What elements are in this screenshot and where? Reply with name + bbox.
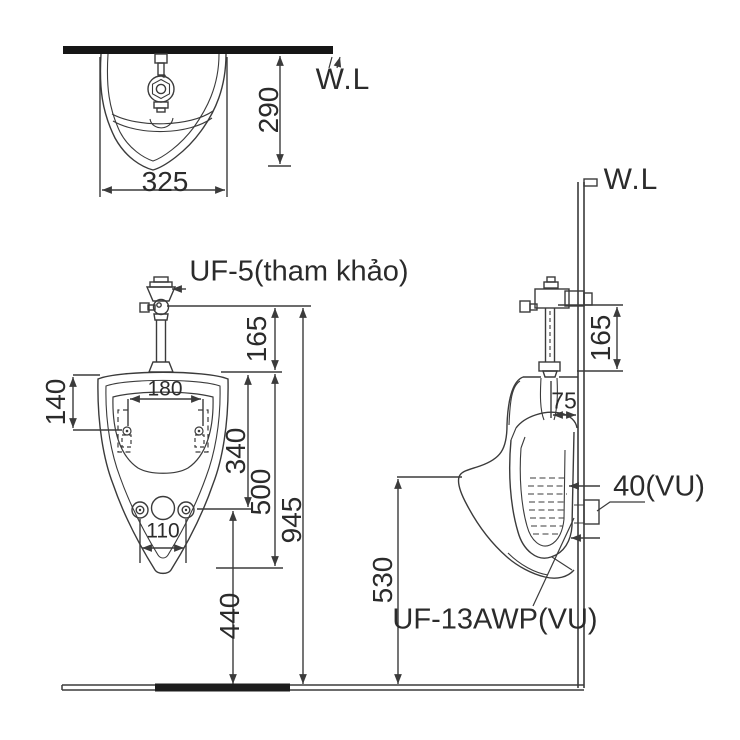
trap-model-label: UF-13AWP(VU): [392, 603, 598, 636]
dim-front-340: 340: [220, 427, 251, 475]
flush-valve-plan: [147, 53, 175, 113]
floor-line: [61, 683, 584, 692]
dim-top-depth-290: 290: [253, 86, 284, 134]
dim-front-110: 110: [146, 519, 180, 543]
trap-leader: [532, 517, 575, 607]
top-view-drawing: [63, 46, 340, 197]
outlet-pipe: [569, 482, 645, 542]
dim-110-lines: [139, 519, 187, 563]
dim-front-440: 440: [214, 592, 245, 640]
urinal-plan-inner: [106, 53, 220, 162]
urinal-plan-outline: [99, 53, 227, 171]
dim-front-500: 500: [245, 468, 276, 516]
dim-front-hanger-180: 180: [147, 377, 183, 401]
dim-side-spud-75: 75: [551, 387, 577, 414]
dim-front-hanger-140: 140: [40, 378, 71, 426]
dim-side-valve-165: 165: [585, 314, 616, 362]
side-view-waterline-label: W.L: [603, 163, 659, 196]
wall-end-ticks: [328, 57, 340, 68]
urinal-front-outline: [97, 371, 229, 575]
dim-180-lines: [127, 395, 204, 426]
flush-valve-model-label: UF-5(tham khảo): [189, 255, 409, 288]
dim-165-side-lines: [558, 304, 623, 372]
front-view-drawing: [69, 276, 311, 684]
hanger-brackets: [117, 409, 209, 453]
dim-325-lines: [99, 57, 228, 197]
dim-side-lip-530: 530: [367, 556, 398, 604]
basin-opening: [112, 391, 214, 474]
dim-140-lines: [69, 374, 122, 431]
top-view-waterline-label: W.L: [315, 63, 371, 96]
dim-290-lines: [268, 56, 291, 167]
urinal-side-profile: [457, 376, 584, 579]
dim-top-width-325: 325: [141, 166, 189, 197]
side-wall-line: [577, 178, 598, 688]
flush-valve-front: [139, 276, 177, 373]
outlet-pipe-label: 40(VU): [613, 470, 705, 503]
side-view-drawing: [394, 178, 645, 688]
dim-front-valve-165: 165: [241, 315, 272, 363]
dim-75-lines: [550, 381, 576, 419]
dim-530-lines: [394, 476, 462, 684]
top-view-wall-line: [63, 46, 333, 54]
dim-front-945: 945: [276, 496, 307, 544]
outlet-holes: [131, 495, 195, 521]
flush-valve-side: [519, 276, 593, 378]
front-dim-stack: [229, 308, 307, 684]
